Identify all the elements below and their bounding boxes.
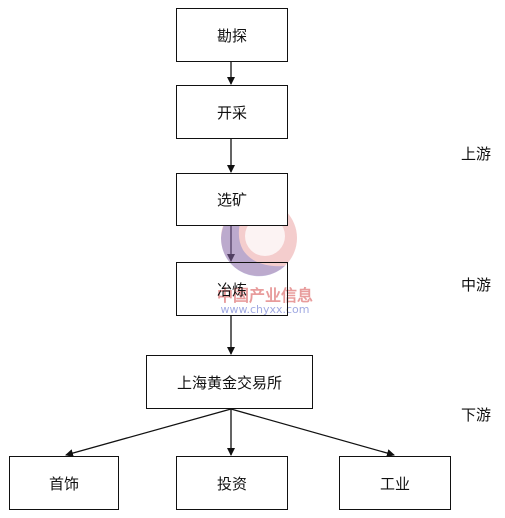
node-mining: 开采 <box>176 85 288 139</box>
stage-midstream-label: 中游 <box>461 276 492 294</box>
node-exploration: 勘探 <box>176 8 288 62</box>
node-exchange: 上海黄金交易所 <box>146 355 313 409</box>
stage-downstream-label: 下游 <box>461 406 492 424</box>
node-dressing: 选矿 <box>176 173 288 226</box>
node-smelting: 冶炼 <box>176 262 288 316</box>
arrow-exchange-to-industry <box>230 408 395 457</box>
node-investment: 投资 <box>176 456 288 510</box>
arrow-exchange-to-jewelry <box>65 408 232 457</box>
node-jewelry: 首饰 <box>9 456 119 510</box>
node-industry: 工业 <box>339 456 451 510</box>
stage-upstream-label: 上游 <box>461 145 492 163</box>
